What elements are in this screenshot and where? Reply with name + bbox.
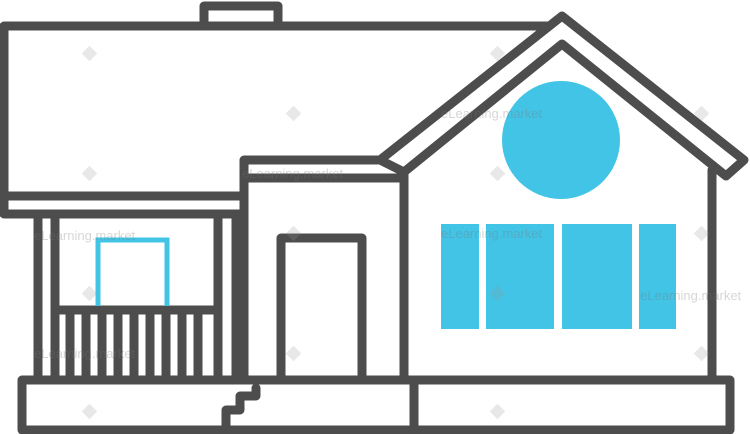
window-pane-4 (639, 224, 676, 329)
window-pane-2 (486, 224, 554, 329)
window-pane-3 (562, 224, 632, 329)
porch-window (95, 237, 170, 306)
gable-inner (375, 155, 409, 177)
left-roof (0, 21, 554, 219)
middle-section-roof (239, 11, 749, 385)
chimney (199, 1, 283, 29)
porch-balusters (65, 305, 203, 383)
front-door (276, 233, 367, 385)
steps (221, 383, 261, 434)
round-window (502, 81, 620, 199)
foundation (17, 375, 735, 434)
window-pane-1 (441, 224, 479, 329)
house-accents (95, 81, 676, 329)
